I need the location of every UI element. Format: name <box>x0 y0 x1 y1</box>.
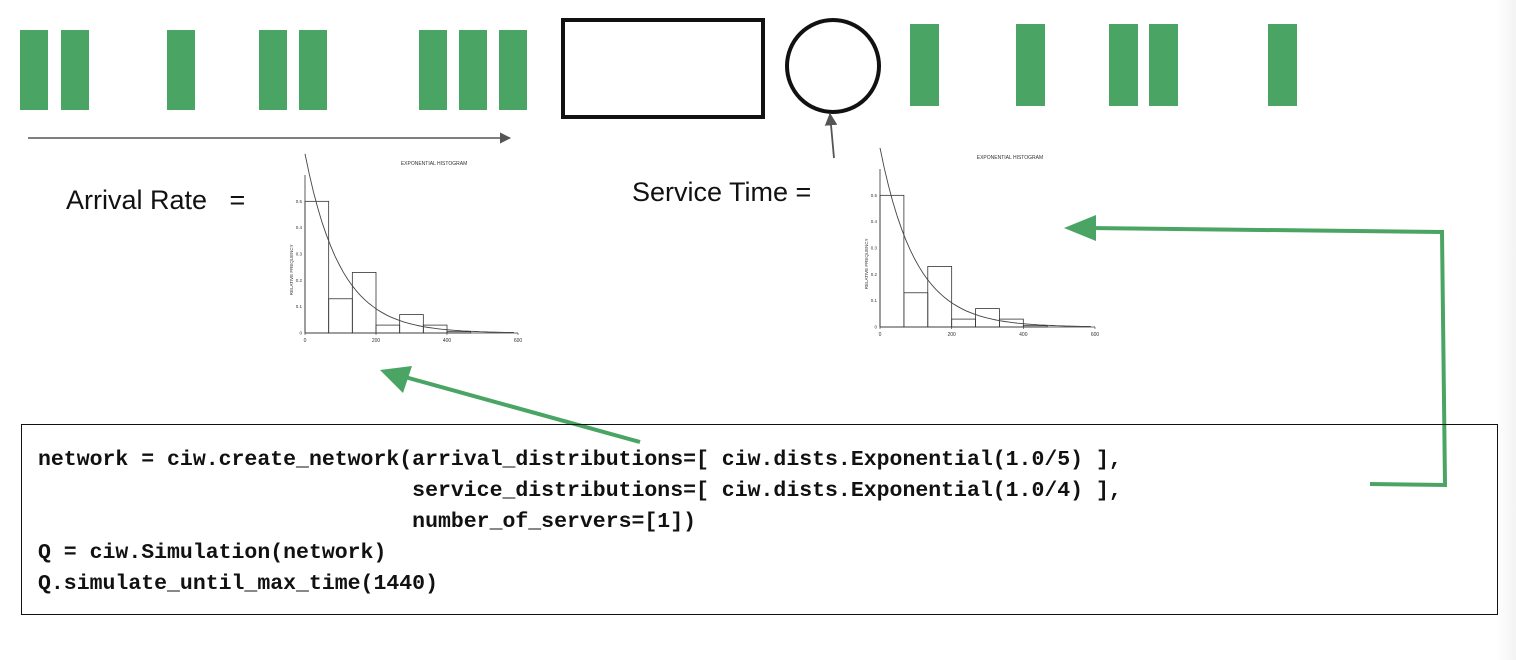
service-time-label: Service Time = <box>632 177 812 207</box>
server-circle <box>785 18 881 114</box>
histogram-ylabel: RELATIVE FREQUENCY <box>289 244 294 295</box>
histogram-bar <box>446 331 472 334</box>
code-line: service_distributions=[ ciw.dists.Expone… <box>38 479 1122 503</box>
code-line: Q = ciw.Simulation(network) <box>38 541 387 565</box>
histogram-bar <box>1022 325 1048 328</box>
arriving-customer <box>259 30 287 110</box>
histogram-y-tick-label: 0.1 <box>871 298 878 303</box>
code-panel: network = ciw.create_network(arrival_dis… <box>21 424 1498 615</box>
code-line: network = ciw.create_network(arrival_dis… <box>38 448 1122 472</box>
arriving-customer <box>459 30 487 110</box>
histogram-bar <box>975 308 1000 328</box>
density-curve <box>304 153 514 333</box>
histogram-bar <box>328 298 353 334</box>
arriving-customer <box>61 30 89 110</box>
departing-customer <box>1268 24 1297 106</box>
histogram-x-tick-label: 0 <box>304 338 307 344</box>
histogram-bar <box>351 272 377 334</box>
histogram-y-tick-label: 0.2 <box>871 272 878 277</box>
histogram-title: EXPONENTIAL HISTOGRAM <box>977 155 1043 161</box>
departing-customer <box>910 24 939 106</box>
code-line: Q.simulate_until_max_time(1440) <box>38 572 438 596</box>
departing-customer <box>1109 24 1138 106</box>
histogram-x-tick-label: 0 <box>879 332 882 338</box>
departing-customer <box>1016 24 1045 106</box>
histogram-x-tick-label: 400 <box>443 338 452 344</box>
histogram-y-tick-label: 0.3 <box>871 246 878 251</box>
histogram-y-tick-label: 0 <box>299 331 302 336</box>
code-block: network = ciw.create_network(arrival_dis… <box>38 445 1122 600</box>
histogram-bar <box>951 318 976 328</box>
service-annotation-arrow <box>1064 215 1448 488</box>
histogram-bar <box>903 292 929 328</box>
histogram-ylabel: RELATIVE FREQUENCY <box>864 238 869 289</box>
arriving-customer <box>20 30 48 110</box>
histogram-bar <box>422 324 448 334</box>
arrival-arrow-head <box>380 366 412 393</box>
histogram-y-tick-label: 0.2 <box>296 278 303 283</box>
arriving-customer <box>299 30 327 110</box>
service-pointer-arrow <box>824 112 838 159</box>
histogram-bar <box>304 200 330 334</box>
histogram-y-tick-label: 0.3 <box>296 252 303 257</box>
histogram-bar <box>879 194 905 328</box>
queue-buffer-box <box>561 18 765 119</box>
histogram-x-tick-label: 200 <box>947 332 956 338</box>
histogram-x-tick-label: 200 <box>372 338 381 344</box>
arriving-customer <box>419 30 447 110</box>
histogram-bar <box>399 314 424 334</box>
departing-customers <box>910 24 1297 106</box>
histogram-x-tick-label: 600 <box>514 338 523 344</box>
arrival-rate-label: Arrival Rate = <box>66 185 246 215</box>
density-curve <box>879 147 1091 327</box>
departing-customer <box>1149 24 1178 106</box>
histogram-bar <box>927 266 953 328</box>
histogram-y-tick-label: 0.4 <box>871 219 878 224</box>
arrival-annotation-arrow <box>380 366 641 444</box>
histogram-title: EXPONENTIAL HISTOGRAM <box>401 161 467 167</box>
histogram-x-tick-label: 600 <box>1091 332 1100 338</box>
histogram-y-tick-label: 0.5 <box>296 199 303 204</box>
histogram-bar <box>999 318 1024 328</box>
code-line: number_of_servers=[1]) <box>38 510 697 534</box>
histogram-y-tick-label: 0 <box>874 325 877 330</box>
page-edge-shade <box>1496 0 1516 660</box>
service-arrow-head <box>1064 215 1096 241</box>
arriving-customers <box>20 30 527 110</box>
histogram-y-tick-label: 0.4 <box>296 225 303 230</box>
arriving-customer <box>499 30 527 110</box>
histogram-x-tick-label: 400 <box>1019 332 1028 338</box>
histogram-y-tick-label: 0.5 <box>871 193 878 198</box>
histogram-bar <box>375 324 401 334</box>
arriving-customer <box>167 30 195 110</box>
histogram-y-tick-label: 0.1 <box>296 304 303 309</box>
